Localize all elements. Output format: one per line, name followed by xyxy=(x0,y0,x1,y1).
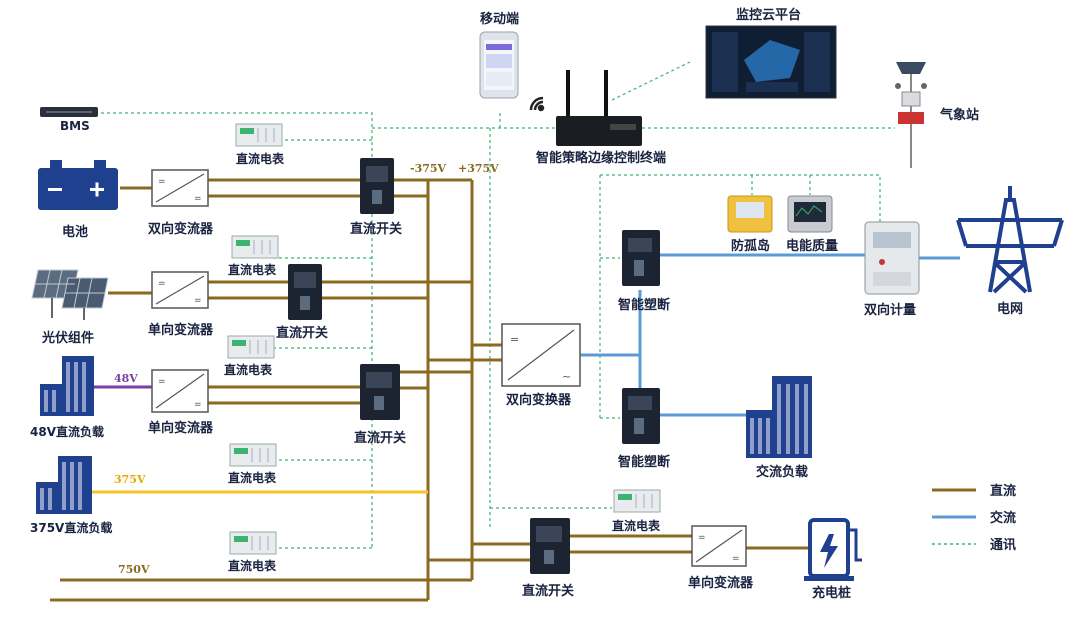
dc-switch-icon-3 xyxy=(360,364,400,420)
edge-label: 智能策略边缘控制终端 xyxy=(536,150,666,166)
voltage-375v: 375V xyxy=(114,473,146,486)
svg-text:=: = xyxy=(158,177,166,187)
dc-switch-label-2: 直流开关 xyxy=(276,325,328,341)
legend-dc: 直流 xyxy=(990,483,1016,499)
bms-device xyxy=(40,107,98,117)
uni-conv-label-1: 单向变流器 xyxy=(148,322,214,338)
edge-controller-icon xyxy=(556,70,642,146)
mobile-phone-icon xyxy=(479,31,519,99)
svg-text:=: = xyxy=(510,333,519,346)
voltage-750v: 750V xyxy=(118,563,150,576)
bidir-inverter-label: 双向变换器 xyxy=(506,392,572,408)
dc-meter-label-1: 直流电表 xyxy=(236,151,285,166)
dc-switch-label-4: 直流开关 xyxy=(522,583,574,599)
power-quality-device-icon xyxy=(787,195,833,233)
dc-meter-icon-2 xyxy=(231,235,279,259)
legend: 直流 交流 通讯 xyxy=(932,483,1016,553)
battery-label: 电池 xyxy=(62,224,88,240)
smart-breaker-label-1: 智能塑断 xyxy=(618,297,670,313)
dc-meter-label-2: 直流电表 xyxy=(228,262,277,277)
building-icon-48v xyxy=(40,356,94,416)
load48-label: 48V直流负载 xyxy=(30,424,104,439)
anti-island-device-icon xyxy=(727,195,773,233)
legend-comm: 通讯 xyxy=(990,537,1016,553)
bidir-meter-label: 双向计量 xyxy=(864,302,916,318)
legend-ac: 交流 xyxy=(990,510,1016,526)
wifi-icon xyxy=(529,96,545,112)
voltage-neg375: -375V xyxy=(410,162,447,175)
bidirectional-inverter-icon: = ~ xyxy=(501,323,581,387)
svg-text:=: = xyxy=(158,377,166,387)
svg-text:=: = xyxy=(194,194,202,204)
dc-meter-icon-4 xyxy=(229,443,277,467)
weather-station-icon xyxy=(895,62,927,168)
cloud-dashboard-icon xyxy=(705,25,837,99)
ac-lines xyxy=(580,253,960,417)
weather-label: 气象站 xyxy=(940,107,979,123)
bidirectional-converter-icon: = = xyxy=(151,169,209,207)
power-quality-label: 电能质量 xyxy=(786,238,838,254)
dc-lines xyxy=(50,178,810,602)
svg-text:=: = xyxy=(698,533,706,543)
mobile-label: 移动端 xyxy=(480,11,519,27)
uni-converter-icon-3: = = xyxy=(691,525,747,567)
svg-text:=: = xyxy=(194,400,202,410)
power-tower-icon xyxy=(956,186,1064,294)
dc-switch-label-1: 直流开关 xyxy=(350,221,402,237)
dc-meter-icon-5 xyxy=(229,531,277,555)
dc-switch-icon-2 xyxy=(288,264,322,320)
ac-load-label: 交流负载 xyxy=(756,464,808,480)
unidirectional-converter-icon-1: = = xyxy=(151,271,209,309)
uni-conv-label-2: 单向变流器 xyxy=(148,420,214,436)
solar-panel-icon xyxy=(31,269,109,320)
smart-breaker-icon-2 xyxy=(622,388,660,444)
svg-text:=: = xyxy=(732,554,740,564)
load375-label: 375V直流负载 xyxy=(30,520,112,535)
bidirectional-meter-icon xyxy=(864,221,920,295)
dc-meter-icon-3 xyxy=(227,335,275,359)
bidir-conv-label: 双向变流器 xyxy=(148,221,214,237)
dc-meter-icon-1 xyxy=(235,123,283,147)
smart-breaker-label-2: 智能塑断 xyxy=(618,454,670,470)
dc-meter-label-5: 直流电表 xyxy=(228,558,277,573)
svg-text:=: = xyxy=(194,296,202,306)
ev-charger-icon xyxy=(804,518,862,581)
bms-label: BMS xyxy=(60,119,90,133)
ac-load-building-icon xyxy=(746,376,812,458)
anti-island-label: 防孤岛 xyxy=(731,238,770,254)
uni-conv-label-3: 单向变流器 xyxy=(688,575,754,591)
dc-meter-icon-6 xyxy=(613,489,661,513)
building-icon-375v xyxy=(36,456,92,514)
cloud-label: 监控云平台 xyxy=(736,7,801,23)
pv-label: 光伏组件 xyxy=(41,330,94,346)
voltage-pos375: +375V xyxy=(458,162,499,175)
battery-icon xyxy=(38,160,118,210)
svg-text:=: = xyxy=(158,279,166,289)
voltage-48v: 48V xyxy=(114,372,138,385)
unidirectional-converter-icon-2: = = xyxy=(151,369,209,413)
grid-label: 电网 xyxy=(997,301,1023,317)
dc-switch-label-3: 直流开关 xyxy=(354,430,406,446)
smart-breaker-icon-1 xyxy=(622,230,660,286)
dc-meter-label-6: 直流电表 xyxy=(612,518,661,533)
svg-text:~: ~ xyxy=(562,370,571,383)
dc-switch-icon-4 xyxy=(530,518,570,574)
dc-meter-label-3: 直流电表 xyxy=(224,362,273,377)
dc-switch-icon-1 xyxy=(360,158,394,214)
dc-meter-label-4: 直流电表 xyxy=(228,470,277,485)
charger-label: 充电桩 xyxy=(812,585,851,601)
